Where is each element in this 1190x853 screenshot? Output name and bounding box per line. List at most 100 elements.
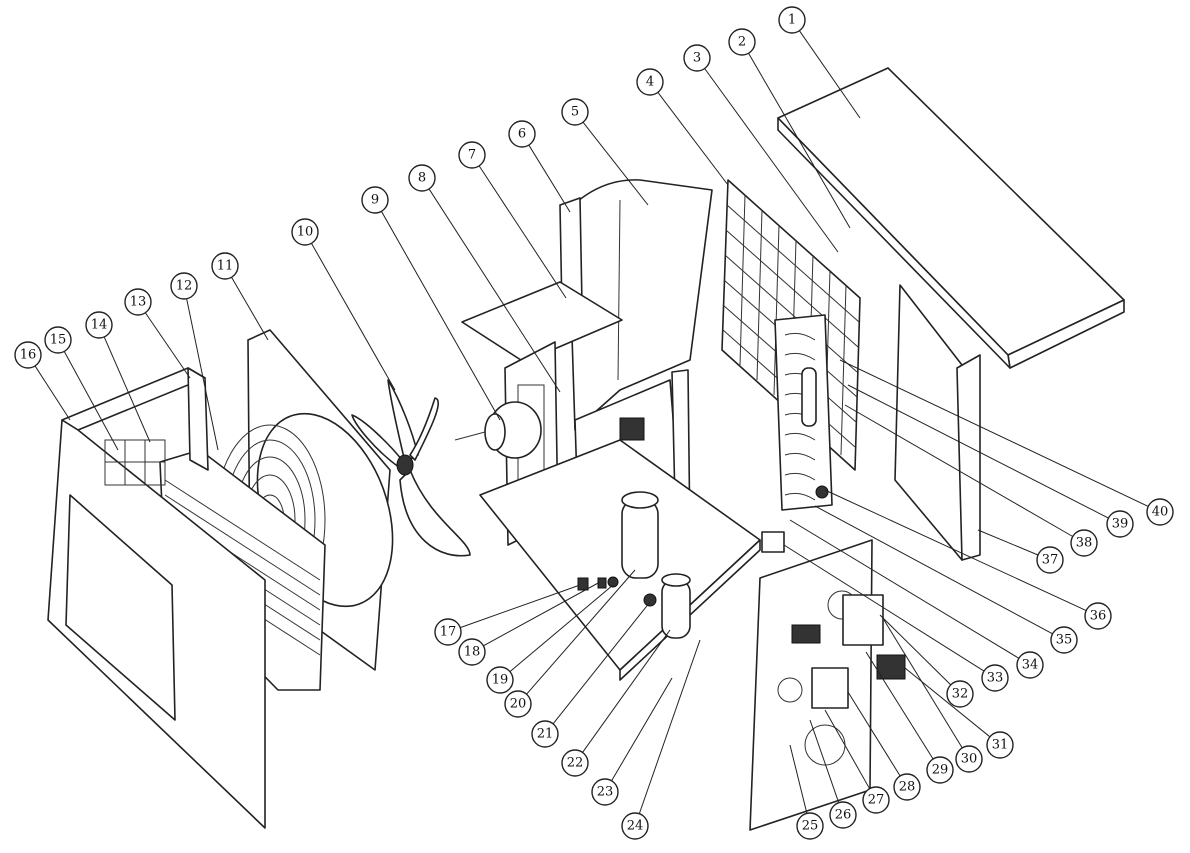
callout-circle-18 [458,638,486,666]
callout-circle-25 [796,812,824,840]
callout-18: 18 [458,638,486,666]
callout-circle-4 [636,68,664,96]
callout-22: 22 [561,749,589,777]
partition-top-plate [461,281,623,363]
callout-3: 3 [683,44,711,72]
leader-line-30 [883,619,963,749]
callout-number-26: 26 [835,808,852,823]
leader-line-37 [977,529,1039,556]
callout-30: 30 [955,745,983,773]
leader-line-5 [582,121,649,206]
callout-circle-20 [504,690,532,718]
callout-number-25: 25 [802,819,819,834]
callout-circle-7 [458,141,486,169]
callout-circle-1 [778,6,806,34]
leader-line-25 [789,744,808,814]
callout-16: 16 [14,341,42,369]
callout-number-28: 28 [899,780,916,795]
leader-line-17 [460,584,581,629]
callout-number-6: 6 [518,127,526,142]
callout-number-24: 24 [627,819,644,834]
callout-40: 40 [1146,498,1174,526]
callout-circle-27 [862,786,890,814]
callout-37: 37 [1036,546,1064,574]
callout-circle-5 [561,98,589,126]
callout-17: 17 [434,618,462,646]
callout-circle-30 [955,745,983,773]
callout-23: 23 [591,778,619,806]
fan-motor [454,401,542,459]
callout-number-30: 30 [961,752,978,767]
leader-line-35 [814,505,1053,635]
cabinet-side-wall [559,179,713,431]
callout-number-11: 11 [217,259,234,274]
leader-line-29 [865,651,934,760]
callout-circle-9 [361,186,389,214]
leader-line-31 [904,667,991,738]
callout-number-29: 29 [932,763,949,778]
callout-circle-6 [508,120,536,148]
callout-circle-28 [893,773,921,801]
callout-number-8: 8 [418,171,426,186]
callout-20: 20 [504,690,532,718]
leader-line-3 [704,68,839,253]
leader-line-34 [789,519,1020,659]
callout-number-27: 27 [868,793,885,808]
callout-number-38: 38 [1076,536,1093,551]
callout-number-23: 23 [597,785,614,800]
callout-number-34: 34 [1022,658,1039,673]
rear-coil-assembly [774,314,833,511]
callout-circle-40 [1146,498,1174,526]
callout-6: 6 [508,120,536,148]
callout-circle-24 [621,812,649,840]
leader-line-8 [428,188,561,393]
callout-number-2: 2 [738,35,746,50]
leader-line-38 [844,404,1073,537]
callout-number-18: 18 [464,645,481,660]
front-grille-blocks [104,439,166,486]
callout-4: 4 [636,68,664,96]
callout-circle-29 [926,756,954,784]
callout-circle-14 [85,311,113,339]
callout-29: 29 [926,756,954,784]
callout-21: 21 [531,720,559,748]
callout-circle-22 [561,749,589,777]
callout-26: 26 [829,801,857,829]
callout-circle-8 [408,164,436,192]
callout-11: 11 [211,252,239,280]
callout-31: 31 [986,731,1014,759]
leader-line-20 [526,569,636,695]
leader-line-19 [509,584,614,673]
callout-36: 36 [1084,602,1112,630]
callout-5: 5 [561,98,589,126]
leader-line-11 [231,276,269,341]
refrigerant-valves [577,576,657,607]
leader-line-13 [144,312,191,379]
callout-circle-33 [981,664,1009,692]
callout-number-1: 1 [788,13,796,28]
leader-line-32 [879,614,952,686]
callout-circle-39 [1106,510,1134,538]
compressor [621,491,691,639]
callout-15: 15 [44,326,72,354]
leader-line-40 [839,359,1149,507]
callout-number-39: 39 [1112,517,1129,532]
control-panel [749,531,906,831]
callout-32: 32 [946,680,974,708]
callout-number-16: 16 [20,348,37,363]
leader-line-10 [310,243,396,391]
callout-circle-21 [531,720,559,748]
callout-circle-12 [170,272,198,300]
leader-line-16 [34,365,71,421]
callout-9: 9 [361,186,389,214]
callout-circle-37 [1036,546,1064,574]
leader-line-14 [103,336,151,443]
leader-line-6 [528,144,571,213]
callout-number-15: 15 [50,333,67,348]
front-panel [47,367,266,829]
callout-circle-17 [434,618,462,646]
callout-number-4: 4 [646,75,654,90]
callout-circle-15 [44,326,72,354]
